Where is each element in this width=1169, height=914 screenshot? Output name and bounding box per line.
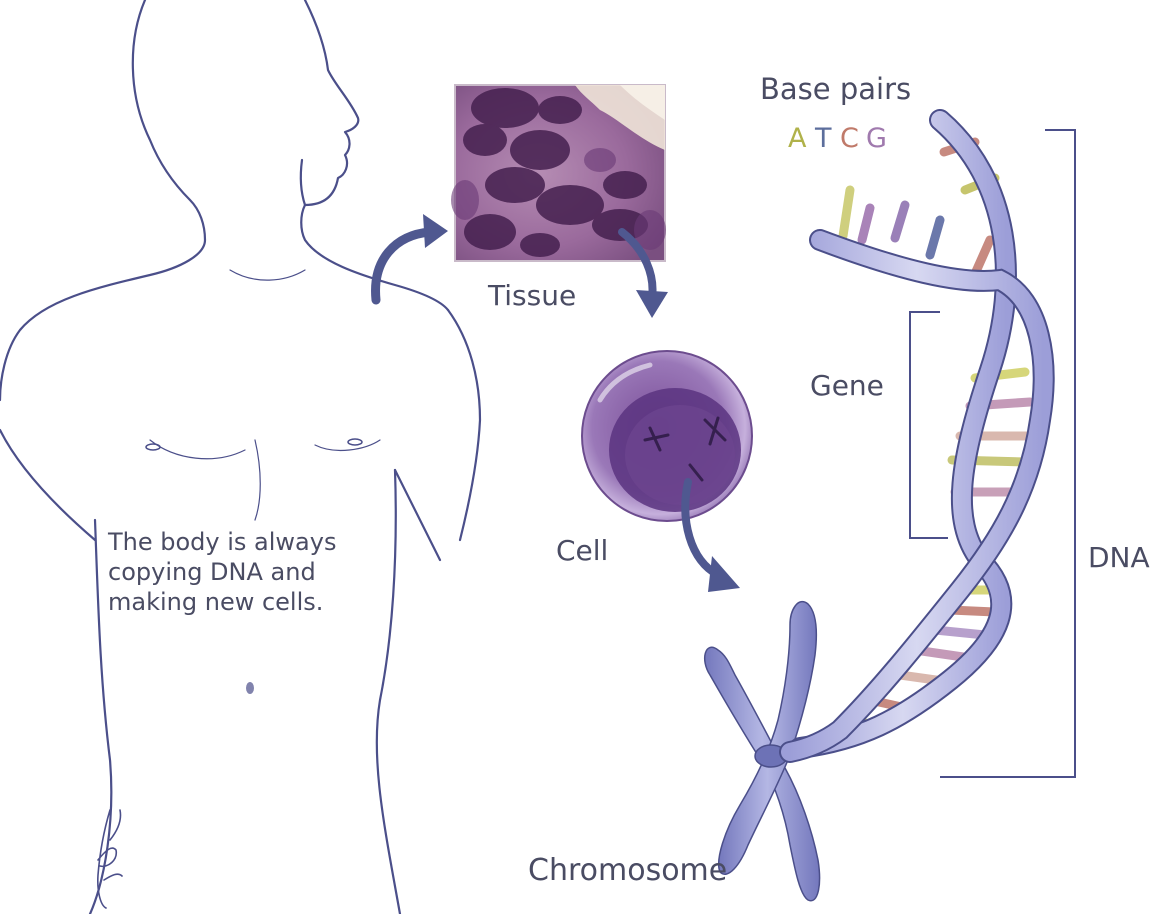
left-nipple — [146, 444, 160, 450]
dna-label: DNA — [1088, 544, 1150, 572]
arrow-body-to-tissue — [376, 232, 430, 300]
tissue-label: Tissue — [488, 282, 576, 310]
gene-label: Gene — [810, 372, 884, 400]
right-nipple — [348, 439, 362, 445]
arrow-tissue-to-cell-head — [636, 290, 668, 318]
base-letter-t: T — [815, 125, 832, 152]
dna-helix — [790, 120, 1044, 752]
base-letter-c: C — [840, 125, 859, 152]
body-caption-line-2: copying DNA and — [108, 557, 336, 587]
base-letter-g: G — [866, 125, 887, 152]
arrow-body-to-tissue-head — [423, 214, 448, 248]
base-pairs-label: Base pairs — [760, 75, 911, 104]
body-caption-line-3: making new cells. — [108, 587, 336, 617]
cell-image — [582, 351, 752, 521]
chromosome-label: Chromosome — [528, 856, 727, 886]
body-caption: The body is always copying DNA and makin… — [108, 527, 336, 617]
arrow-cell-to-chromosome-head — [708, 556, 740, 592]
tissue-image — [451, 85, 666, 261]
navel — [246, 682, 254, 694]
gene-bracket — [910, 312, 948, 538]
base-letter-a: A — [788, 125, 806, 152]
cell-label: Cell — [556, 537, 608, 565]
body-caption-line-1: The body is always — [108, 527, 336, 557]
human-body-outline — [0, 0, 480, 914]
